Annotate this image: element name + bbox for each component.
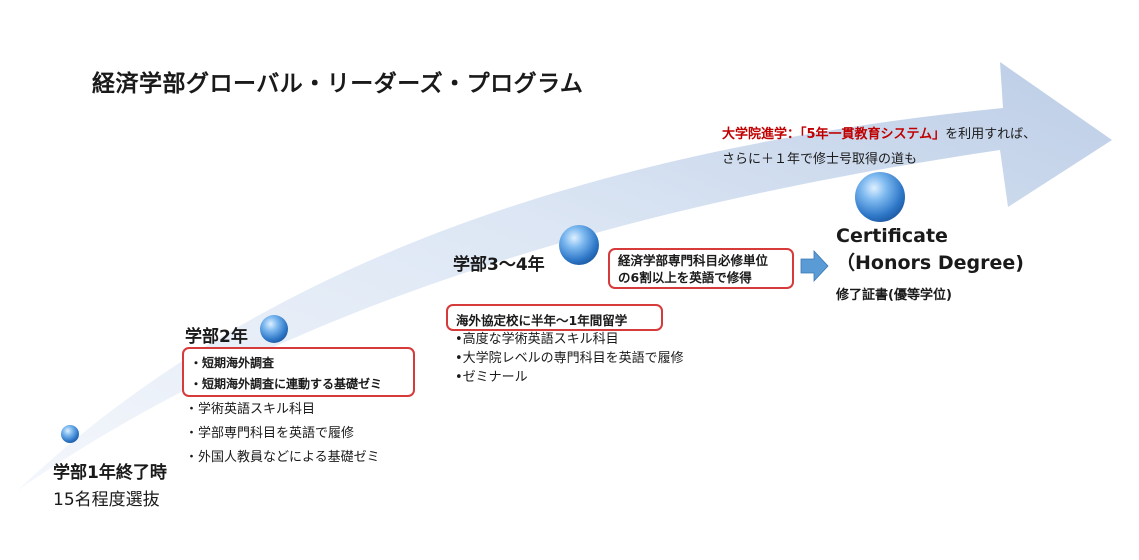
stage-year2-label: 学部2年: [185, 327, 248, 347]
milestone-sphere-year34: [559, 225, 599, 265]
certificate-title: Certificate: [836, 225, 948, 247]
small-right-arrow: [800, 249, 829, 283]
certificate-subtitle: （Honors Degree): [836, 252, 1024, 274]
page-title: 経済学部グローバル・リーダーズ・プログラム: [92, 71, 584, 97]
year2-highlight-box: ・短期海外調査 ・短期海外調査に連動する基礎ゼミ: [182, 347, 415, 397]
requirement-line: の6割以上を英語で修得: [618, 270, 752, 285]
graduate-note-line1: 大学院進学：「5年一貫教育システム」を利用すれば、: [722, 123, 1036, 142]
year2-item: ・学部専門科目を英語で履修: [185, 426, 355, 441]
certificate-jp: 修了証書(優等学位): [836, 288, 952, 303]
year34-item: •高度な学術英語スキル科目: [455, 332, 619, 347]
progress-arrow: [18, 62, 1112, 490]
year2-item-list: ・学術英語スキル科目 ・学部専門科目を英語で履修 ・外国人教員などによる基礎ゼミ: [185, 398, 380, 470]
requirement-line: 経済学部専門科目必修単位: [618, 253, 769, 268]
milestone-sphere-year1: [61, 425, 79, 443]
stage-year1-sub: 15名程度選抜: [53, 490, 160, 510]
graduate-note-line2: さらに＋１年で修士号取得の道も: [722, 152, 918, 167]
stage-year1-label: 学部1年終了時: [53, 463, 167, 483]
year2-item: ・外国人教員などによる基礎ゼミ: [185, 450, 380, 465]
year34-item-list: •高度な学術英語スキル科目 •大学院レベルの専門科目を英語で履修 •ゼミナール: [455, 330, 684, 387]
graduate-note-rest: を利用すれば、: [945, 127, 1037, 142]
stage-year34-label: 学部3～4年: [453, 255, 545, 275]
year2-highlight-item: ・短期海外調査: [190, 356, 275, 370]
graduate-note-highlight: 大学院進学：「5年一貫教育システム」: [722, 127, 946, 142]
year34-item: •ゼミナール: [455, 370, 528, 385]
milestone-sphere-certificate: [855, 172, 905, 222]
certificate-title-block: Certificate （Honors Degree): [836, 223, 1024, 277]
study-abroad-box: 海外協定校に半年～1年間留学: [446, 304, 663, 331]
requirement-box: 経済学部専門科目必修単位 の6割以上を英語で修得: [608, 248, 794, 289]
year2-highlight-item: ・短期海外調査に連動する基礎ゼミ: [190, 377, 383, 391]
milestone-sphere-year2: [260, 315, 288, 343]
year2-item: ・学術英語スキル科目: [185, 402, 316, 417]
year34-item: •大学院レベルの専門科目を英語で履修: [455, 351, 684, 366]
